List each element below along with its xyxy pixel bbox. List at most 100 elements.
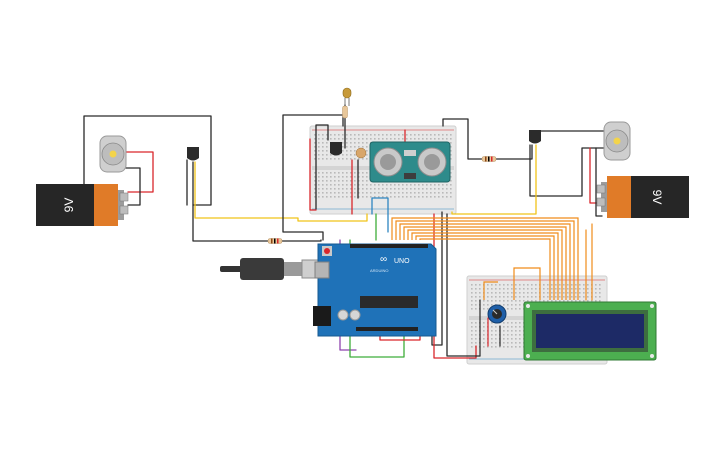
breadboard-hole[interactable]	[491, 284, 493, 286]
breadboard-hole[interactable]	[394, 188, 396, 190]
breadboard-hole[interactable]	[483, 304, 485, 306]
wire-black[interactable]	[431, 211, 443, 346]
breadboard-hole[interactable]	[346, 134, 348, 136]
breadboard-hole[interactable]	[450, 138, 452, 140]
breadboard-hole[interactable]	[475, 338, 477, 340]
breadboard-hole[interactable]	[487, 300, 489, 302]
breadboard-hole[interactable]	[338, 188, 340, 190]
breadboard-hole[interactable]	[495, 330, 497, 332]
breadboard-hole[interactable]	[350, 154, 352, 156]
breadboard-hole[interactable]	[503, 338, 505, 340]
breadboard-hole[interactable]	[503, 304, 505, 306]
breadboard-hole[interactable]	[535, 288, 537, 290]
breadboard-hole[interactable]	[547, 292, 549, 294]
breadboard-hole[interactable]	[450, 134, 452, 136]
breadboard-hole[interactable]	[318, 142, 320, 144]
breadboard-hole[interactable]	[426, 184, 428, 186]
dc-motor-right[interactable]	[603, 121, 631, 161]
breadboard-hole[interactable]	[450, 146, 452, 148]
breadboard-hole[interactable]	[438, 188, 440, 190]
breadboard-hole[interactable]	[418, 192, 420, 194]
breadboard-hole[interactable]	[390, 138, 392, 140]
breadboard-hole[interactable]	[503, 330, 505, 332]
breadboard-hole[interactable]	[366, 158, 368, 160]
breadboard-hole[interactable]	[438, 138, 440, 140]
battery-left[interactable]: 9V	[36, 184, 129, 226]
breadboard-hole[interactable]	[338, 134, 340, 136]
breadboard-hole[interactable]	[318, 180, 320, 182]
breadboard-hole[interactable]	[543, 296, 545, 298]
breadboard-hole[interactable]	[338, 196, 340, 198]
breadboard-hole[interactable]	[519, 334, 521, 336]
breadboard-hole[interactable]	[406, 134, 408, 136]
breadboard-hole[interactable]	[434, 188, 436, 190]
breadboard-hole[interactable]	[330, 154, 332, 156]
breadboard-hole[interactable]	[354, 192, 356, 194]
lcd-data-bus[interactable]	[391, 217, 579, 300]
breadboard-hole[interactable]	[515, 292, 517, 294]
breadboard-hole[interactable]	[366, 138, 368, 140]
breadboard-hole[interactable]	[378, 196, 380, 198]
breadboard-hole[interactable]	[450, 176, 452, 178]
breadboard-hole[interactable]	[471, 284, 473, 286]
breadboard-hole[interactable]	[322, 192, 324, 194]
breadboard-hole[interactable]	[362, 180, 364, 182]
breadboard-hole[interactable]	[599, 292, 601, 294]
breadboard-hole[interactable]	[491, 346, 493, 348]
breadboard-hole[interactable]	[595, 292, 597, 294]
breadboard-hole[interactable]	[406, 184, 408, 186]
breadboard-hole[interactable]	[358, 196, 360, 198]
breadboard-hole[interactable]	[491, 330, 493, 332]
breadboard-hole[interactable]	[358, 192, 360, 194]
breadboard-hole[interactable]	[346, 196, 348, 198]
breadboard-hole[interactable]	[475, 284, 477, 286]
breadboard-hole[interactable]	[446, 134, 448, 136]
breadboard-hole[interactable]	[491, 342, 493, 344]
breadboard-hole[interactable]	[350, 192, 352, 194]
wire-blue[interactable]	[371, 197, 389, 233]
resistor-right[interactable]	[481, 156, 497, 162]
breadboard-hole[interactable]	[471, 342, 473, 344]
breadboard-hole[interactable]	[483, 308, 485, 310]
breadboard-hole[interactable]	[374, 196, 376, 198]
breadboard-hole[interactable]	[354, 176, 356, 178]
breadboard-hole[interactable]	[326, 184, 328, 186]
breadboard-hole[interactable]	[414, 196, 416, 198]
breadboard-hole[interactable]	[495, 338, 497, 340]
led-icon[interactable]	[342, 87, 352, 106]
breadboard-hole[interactable]	[390, 184, 392, 186]
breadboard-hole[interactable]	[314, 180, 316, 182]
breadboard-hole[interactable]	[398, 184, 400, 186]
breadboard-hole[interactable]	[390, 192, 392, 194]
breadboard-hole[interactable]	[318, 146, 320, 148]
breadboard-hole[interactable]	[422, 192, 424, 194]
breadboard-hole[interactable]	[471, 288, 473, 290]
breadboard-hole[interactable]	[515, 322, 517, 324]
breadboard-hole[interactable]	[414, 188, 416, 190]
breadboard-hole[interactable]	[342, 172, 344, 174]
breadboard-hole[interactable]	[475, 292, 477, 294]
breadboard-hole[interactable]	[442, 192, 444, 194]
breadboard-hole[interactable]	[511, 288, 513, 290]
breadboard-hole[interactable]	[326, 142, 328, 144]
breadboard-hole[interactable]	[475, 334, 477, 336]
breadboard-hole[interactable]	[398, 138, 400, 140]
breadboard-hole[interactable]	[563, 296, 565, 298]
breadboard-hole[interactable]	[318, 158, 320, 160]
breadboard-hole[interactable]	[487, 304, 489, 306]
breadboard-hole[interactable]	[374, 138, 376, 140]
breadboard-hole[interactable]	[354, 180, 356, 182]
breadboard-hole[interactable]	[358, 138, 360, 140]
breadboard-hole[interactable]	[591, 300, 593, 302]
breadboard-hole[interactable]	[314, 134, 316, 136]
breadboard-hole[interactable]	[366, 188, 368, 190]
breadboard-hole[interactable]	[559, 284, 561, 286]
breadboard-hole[interactable]	[422, 196, 424, 198]
breadboard-hole[interactable]	[575, 296, 577, 298]
breadboard-hole[interactable]	[511, 296, 513, 298]
breadboard-hole[interactable]	[475, 322, 477, 324]
breadboard-hole[interactable]	[394, 138, 396, 140]
breadboard-hole[interactable]	[354, 158, 356, 160]
breadboard-hole[interactable]	[342, 150, 344, 152]
breadboard-hole[interactable]	[342, 138, 344, 140]
